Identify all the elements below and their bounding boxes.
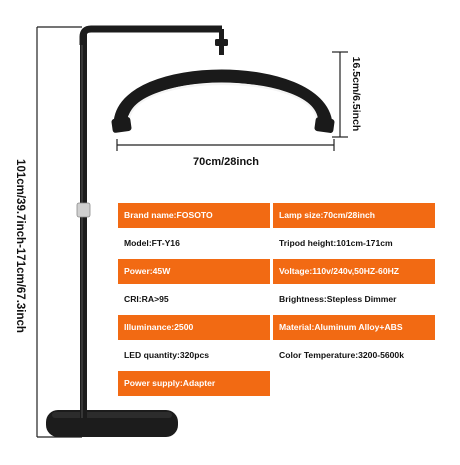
spec-material: Material:Aluminum Alloy+ABS <box>273 315 435 340</box>
lamp-width-label: 70cm/28inch <box>192 156 260 168</box>
height-dimension-line <box>36 26 82 438</box>
spec-tripod-height: Tripod height:101cm-171cm <box>279 238 393 248</box>
spec-row: Brand name:FOSOTO Lamp size:70cm/28inch <box>118 203 435 228</box>
half-moon-lamp-icon <box>111 69 335 133</box>
spec-row: LED quantity:320pcs Color Temperature:32… <box>118 343 435 368</box>
spec-table: Brand name:FOSOTO Lamp size:70cm/28inch … <box>118 203 435 399</box>
spec-row: Power:45W Voltage:110v/240v,50HZ-60HZ <box>118 259 435 284</box>
total-height-label: 101cm/39.7inch-171cm/67.3inch <box>14 159 26 333</box>
spec-row: CRI:RA>95 Brightness:Stepless Dimmer <box>118 287 435 312</box>
lamp-arm <box>79 25 222 45</box>
lamp-height-dimension-line <box>332 51 348 138</box>
spec-power-supply: Power supply:Adapter <box>118 371 270 396</box>
lamp-width-dimension-line <box>116 139 335 151</box>
spec-brightness: Brightness:Stepless Dimmer <box>279 294 397 304</box>
spec-model: Model:FT-Y16 <box>124 238 180 248</box>
spec-led-quantity: LED quantity:320pcs <box>124 350 210 360</box>
spec-voltage: Voltage:110v/240v,50HZ-60HZ <box>273 259 435 284</box>
spec-color-temperature: Color Temperature:3200-5600k <box>279 350 404 360</box>
pole-knob <box>76 202 91 218</box>
spec-power: Power:45W <box>118 259 270 284</box>
spec-lamp-size: Lamp size:70cm/28inch <box>273 203 435 228</box>
spec-illuminance: Illuminance:2500 <box>118 315 270 340</box>
spec-row: Model:FT-Y16 Tripod height:101cm-171cm <box>118 231 435 256</box>
spec-brand: Brand name:FOSOTO <box>118 203 270 228</box>
lamp-pole <box>80 33 87 418</box>
spec-row: Power supply:Adapter <box>118 371 435 396</box>
spec-row: Illuminance:2500 Material:Aluminum Alloy… <box>118 315 435 340</box>
spec-cri: CRI:RA>95 <box>124 294 169 304</box>
lamp-height-label: 16.5cm/6.5inch <box>350 56 362 132</box>
